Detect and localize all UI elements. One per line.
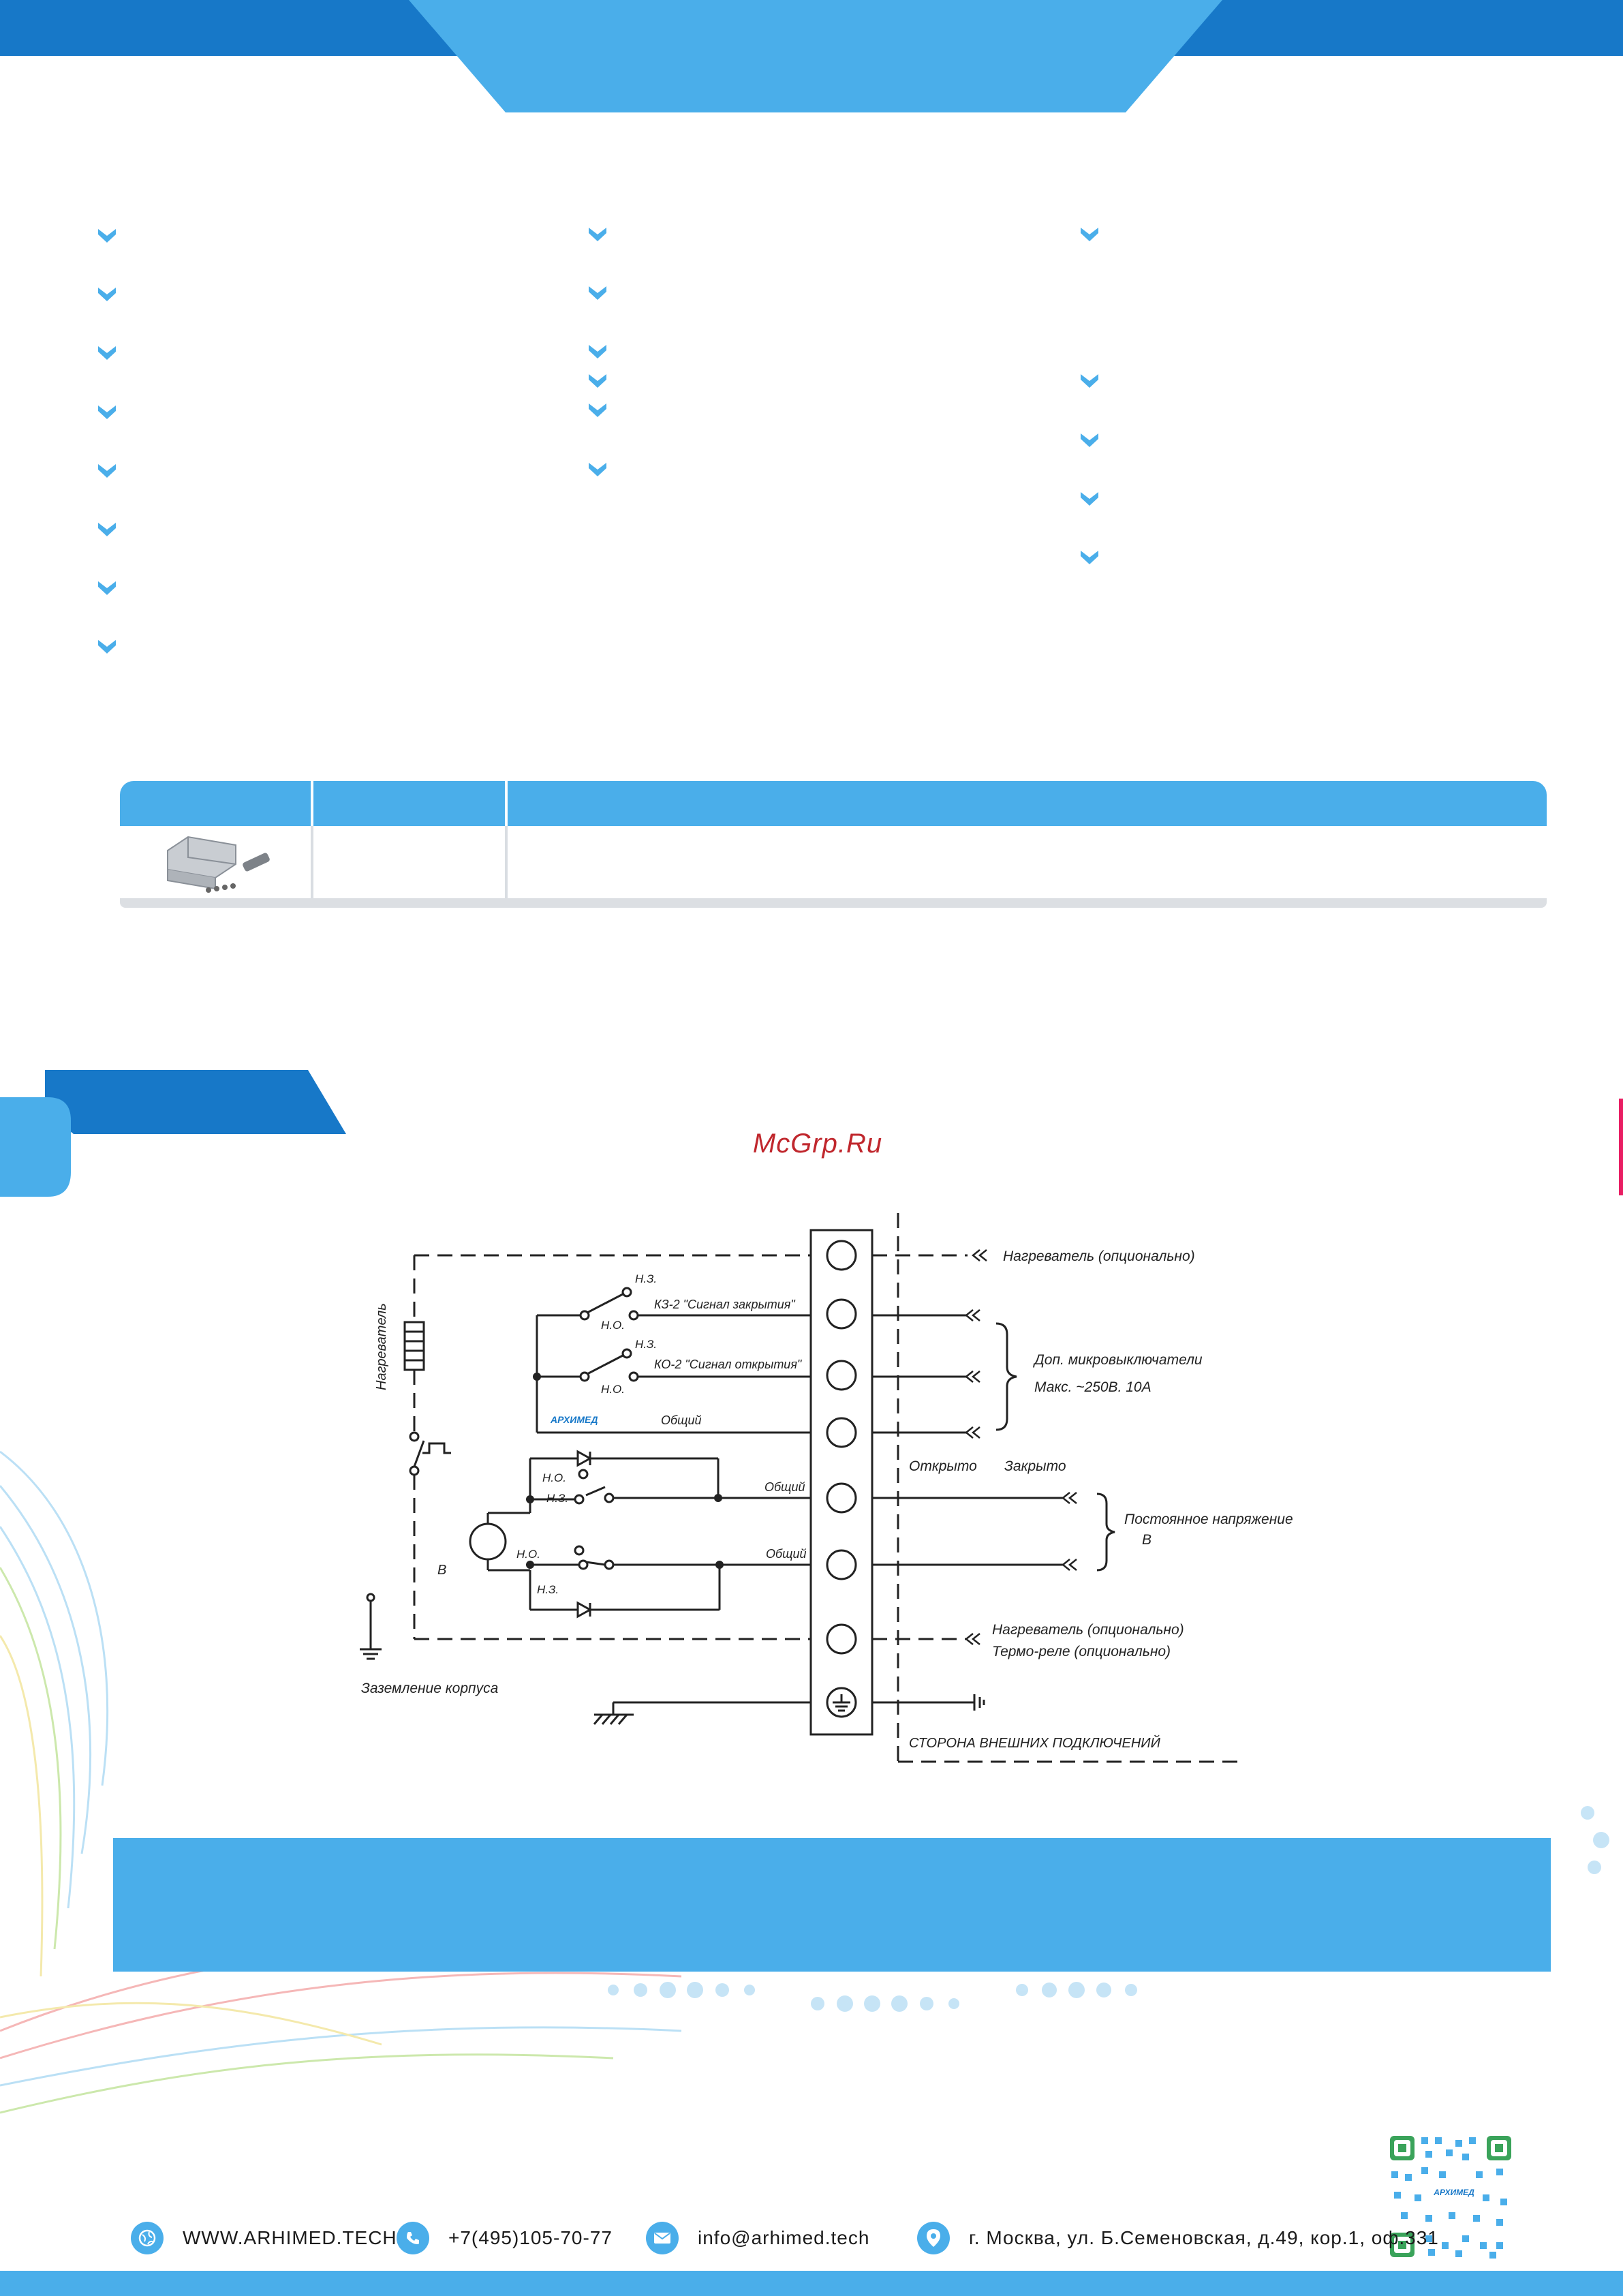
website-link[interactable]: WWW.ARHIMED.TECH — [183, 2227, 397, 2248]
ground-label: Заземление корпуса — [361, 1681, 498, 1696]
qr-brand-mark: АРХИМЕД — [1433, 2188, 1474, 2197]
check-icon — [1079, 370, 1100, 391]
footer-email[interactable]: info@arhimed.tech — [646, 2219, 869, 2257]
common-label: Общий — [766, 1547, 806, 1561]
common-label: Общий — [661, 1413, 701, 1427]
max-rating-label: Макс. ~250В. 10А — [1034, 1379, 1151, 1395]
check-icon — [97, 636, 117, 656]
no-label: Н.О. — [601, 1383, 625, 1396]
common-label: Общий — [764, 1480, 805, 1494]
nz-label: Н.З. — [635, 1272, 657, 1285]
email-link[interactable]: info@arhimed.tech — [698, 2227, 870, 2248]
column-divider — [505, 826, 508, 898]
check-icon — [1079, 488, 1100, 508]
wiring-diagram: Нагреватель Н.З. Н.О. КЗ-2 "Сигнал закры… — [360, 1213, 1293, 1763]
check-icon — [587, 399, 608, 420]
accessory-table — [120, 781, 1547, 909]
info-banner — [113, 1838, 1551, 1972]
table-footer-bar — [120, 898, 1547, 908]
check-icon — [1079, 224, 1100, 244]
decorative-waves — [0, 1450, 1609, 2114]
footer-phone[interactable]: +7(495)105-70-77 — [397, 2219, 613, 2257]
check-icon — [97, 460, 117, 480]
column-divider — [311, 826, 313, 898]
watermark: McGrp.Ru — [752, 1129, 883, 1159]
map-pin-icon — [917, 2222, 950, 2254]
mounting-kit-image — [167, 836, 270, 893]
table-header — [120, 781, 1547, 826]
heater-optional-label: Нагреватель (опционально) — [992, 1622, 1184, 1638]
check-icon — [97, 519, 117, 539]
external-side-label: СТОРОНА ВНЕШНИХ ПОДКЛЮЧЕНИЙ — [909, 1735, 1161, 1751]
header-tab — [409, 0, 1222, 112]
aux-switches-label: Доп. микровыключатели — [1033, 1352, 1203, 1368]
phone-icon — [397, 2222, 429, 2254]
nz-label: Н.З. — [537, 1583, 559, 1596]
phone-number[interactable]: +7(495)105-70-77 — [448, 2227, 613, 2248]
check-icon — [587, 224, 608, 244]
footer-web[interactable]: WWW.ARHIMED.TECH — [131, 2219, 397, 2257]
edge-marker — [1619, 1099, 1623, 1195]
open-label: Открыто — [909, 1458, 977, 1474]
check-icon — [97, 225, 117, 245]
check-icon — [97, 342, 117, 363]
no-label: Н.О. — [516, 1548, 540, 1561]
check-icon — [1079, 547, 1100, 567]
address-text: г. Москва, ул. Б.Семеновская, д.49, кор.… — [969, 2227, 1439, 2248]
section-tab — [0, 1070, 346, 1197]
nz-label: Н.З. — [546, 1492, 568, 1505]
check-icon — [97, 577, 117, 598]
no-label: Н.О. — [542, 1471, 566, 1484]
no-label: Н.О. — [601, 1319, 625, 1332]
check-icon — [587, 341, 608, 361]
dc-unit-label: В — [1142, 1532, 1151, 1548]
check-icon — [97, 401, 117, 422]
footer-address[interactable]: г. Москва, ул. Б.Семеновская, д.49, кор.… — [917, 2219, 1439, 2257]
bottom-bar — [0, 2271, 1623, 2296]
thermo-relay-label: Термо-реле (опционально) — [992, 1644, 1171, 1659]
check-icon — [1079, 429, 1100, 450]
nz-label: Н.З. — [635, 1338, 657, 1351]
envelope-icon — [646, 2222, 679, 2254]
check-icon — [97, 284, 117, 304]
closed-label: Закрыто — [1004, 1458, 1066, 1474]
check-icon — [587, 459, 608, 479]
heater-vertical-label: Нагреватель — [374, 1303, 389, 1390]
globe-icon — [131, 2222, 164, 2254]
heater-optional-label: Нагреватель (опционально) — [1003, 1249, 1195, 1264]
check-icon — [587, 282, 608, 303]
brand-mark: АРХИМЕД — [550, 1414, 598, 1425]
ko2-label: КО-2 "Сигнал открытия" — [654, 1358, 803, 1371]
kz2-label: КЗ-2 "Сигнал закрытия" — [654, 1298, 796, 1311]
dc-label: Постоянное напряжение — [1124, 1512, 1293, 1527]
motor-unit-label: В — [437, 1563, 446, 1578]
check-icon — [587, 370, 608, 391]
qr-code[interactable]: АРХИМЕД — [1387, 2133, 1514, 2260]
